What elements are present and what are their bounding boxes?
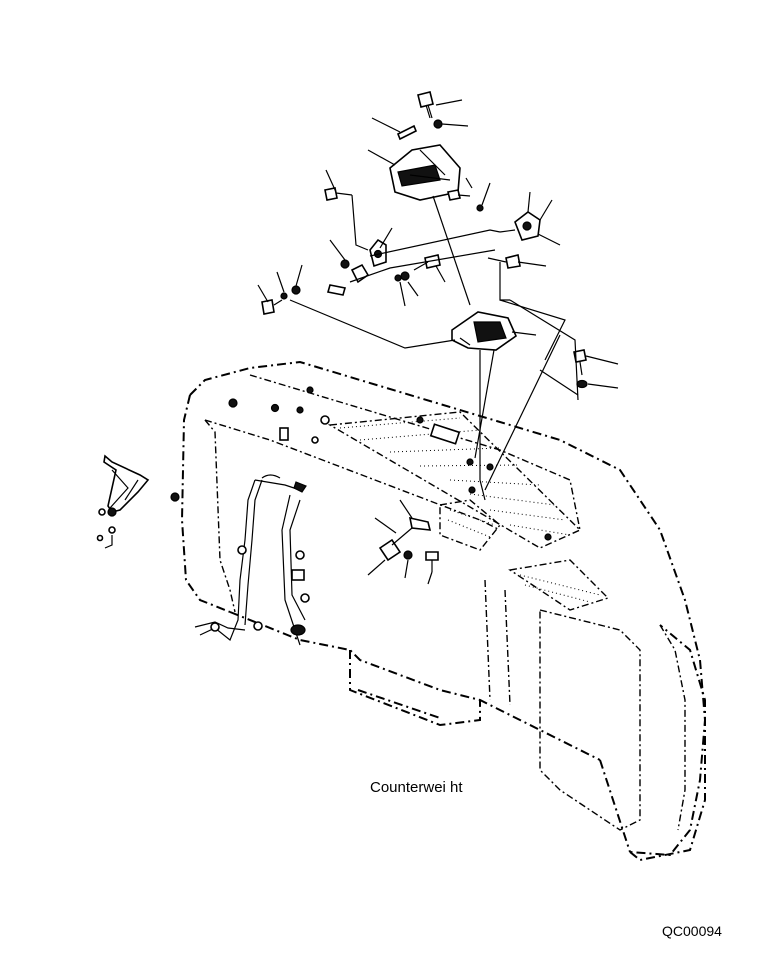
diagram-caption: Counterwei ht bbox=[370, 779, 463, 796]
fitting-h bbox=[416, 416, 424, 424]
fitting-l bbox=[544, 533, 552, 541]
left-washer bbox=[280, 292, 288, 300]
latch-bolt-head bbox=[425, 551, 439, 561]
counterweight-body bbox=[170, 360, 707, 862]
socket-bracket bbox=[351, 194, 393, 268]
housing-nut bbox=[476, 204, 484, 212]
fitting-d bbox=[306, 386, 314, 394]
left-bolt bbox=[324, 169, 353, 201]
top-cover-plate bbox=[429, 423, 461, 445]
housing-bolt bbox=[447, 189, 461, 201]
harness-connector-a bbox=[291, 569, 305, 581]
harness-clip bbox=[293, 481, 307, 493]
bracket-bolt-c bbox=[108, 526, 116, 534]
left-nut bbox=[291, 285, 301, 295]
latch-nut bbox=[403, 550, 413, 560]
figure-code: QC00094 bbox=[662, 923, 722, 939]
latch-assembly bbox=[367, 499, 439, 585]
wiring-harness bbox=[194, 474, 310, 646]
latch-hook bbox=[378, 538, 402, 562]
small-spacer bbox=[326, 284, 347, 296]
top-bolt bbox=[417, 91, 463, 119]
small-connector bbox=[505, 254, 521, 269]
harness-clamp-c bbox=[253, 621, 263, 631]
bracket-bolt-b bbox=[98, 508, 106, 516]
lamp-housing bbox=[367, 144, 461, 201]
harness-clamp-a bbox=[210, 622, 220, 632]
fitting-c bbox=[296, 406, 304, 414]
lamp-base bbox=[451, 311, 537, 351]
fitting-e bbox=[320, 415, 330, 425]
lock-pin bbox=[396, 124, 418, 141]
bracket-washer bbox=[96, 534, 104, 542]
harness-clamp-e bbox=[300, 593, 310, 603]
fitting-a bbox=[228, 398, 238, 408]
bracket-bolt-a bbox=[107, 507, 117, 517]
fitting-m bbox=[170, 492, 180, 502]
plate-texture bbox=[339, 417, 601, 603]
mid-bolt bbox=[424, 254, 441, 269]
fitting-f bbox=[311, 436, 319, 444]
clip-nut bbox=[340, 259, 350, 269]
fitting-i bbox=[466, 458, 474, 466]
right-washer bbox=[576, 379, 588, 389]
harness-clamp-d bbox=[295, 550, 305, 560]
harness-clamp-b bbox=[237, 545, 247, 555]
fitting-k bbox=[468, 486, 476, 494]
left-bracket-assembly bbox=[96, 454, 150, 549]
fitting-b bbox=[270, 403, 280, 413]
arrow-fitting bbox=[350, 263, 370, 284]
left-side-bolt bbox=[261, 299, 275, 315]
fitting-g bbox=[279, 427, 289, 441]
right-bracket bbox=[499, 191, 561, 246]
top-washer bbox=[433, 119, 443, 129]
mid-washer bbox=[394, 274, 402, 282]
fitting-j bbox=[486, 463, 494, 471]
mid-nut bbox=[400, 271, 410, 281]
right-bolt bbox=[573, 349, 619, 376]
exploded-parts bbox=[257, 91, 619, 501]
latch-plate bbox=[408, 516, 432, 531]
harness-connector-b bbox=[290, 624, 306, 636]
